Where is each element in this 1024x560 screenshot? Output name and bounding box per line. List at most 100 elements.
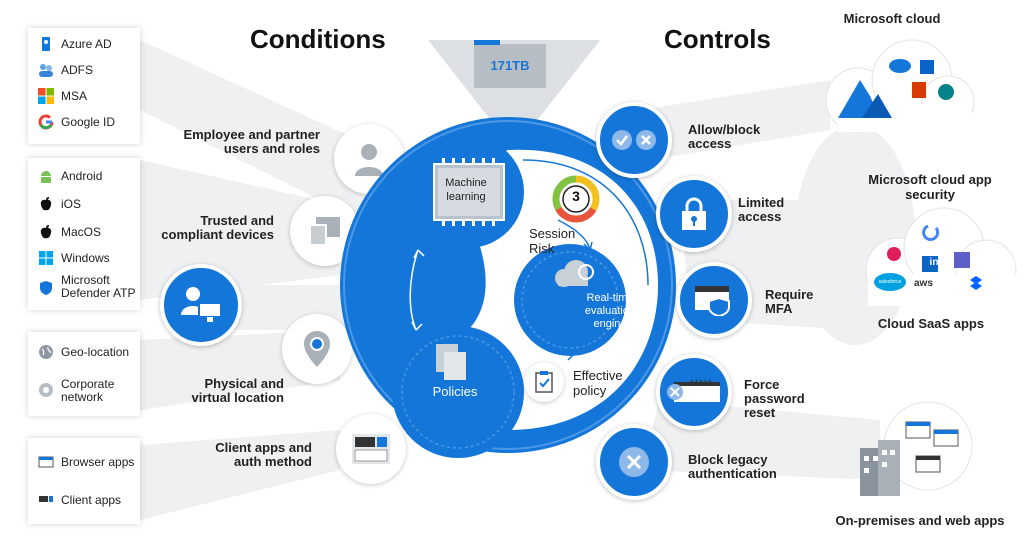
password-mask: ***** (690, 378, 713, 388)
identity-label: ADFS (61, 63, 94, 77)
lock-icon (682, 197, 706, 230)
identity-label: MSA (61, 89, 88, 103)
center-line: Risk (529, 241, 555, 256)
funnel-label: 171TB (490, 58, 530, 73)
block-icon (619, 447, 649, 477)
controls-heading: Controls (664, 24, 771, 54)
location-label: Geo-location (61, 345, 130, 359)
password-icon (667, 382, 720, 402)
browser-icon (38, 456, 54, 468)
apple-icon (40, 225, 52, 239)
device-item: Windows (38, 250, 110, 266)
user-monitor-icon (181, 287, 222, 322)
session-risk-value: 3 (572, 188, 580, 204)
microsoft-cloud-label: Microsoft cloud (843, 11, 941, 26)
windows-icon (39, 251, 53, 265)
device-label: Android (61, 169, 103, 183)
globe-icon (39, 345, 53, 359)
apps-item: Browser apps (38, 454, 134, 470)
center-line: Machine (445, 177, 487, 189)
cloud-line: security (905, 187, 955, 202)
policies-label: Policies (432, 384, 478, 399)
control-line: Require (765, 287, 814, 302)
policy-engine-ring (340, 117, 676, 458)
control-line: authentication (688, 466, 777, 481)
location-pin-icon (304, 331, 330, 367)
identity-card: Azure AD ADFS MSA Google ID (28, 28, 140, 144)
control-line: MFA (765, 301, 793, 316)
identity-label: Google ID (61, 115, 116, 129)
device-label: MacOS (61, 225, 102, 239)
device-item: Android (38, 168, 102, 184)
device-label: iOS (61, 197, 82, 211)
identity-item: Azure AD (38, 36, 112, 52)
center-line: policy (573, 383, 607, 398)
control-line: Limited (738, 195, 785, 210)
condition-line: virtual location (191, 390, 284, 405)
control-line: access (738, 209, 782, 224)
saas-cloud (865, 207, 1017, 306)
control-line: Block legacy (688, 452, 768, 467)
block-legacy-circle (596, 424, 672, 500)
control-line: password (744, 391, 805, 406)
require-mfa-circle (676, 262, 752, 338)
apple-icon (40, 197, 52, 211)
control-line: Force (744, 377, 780, 392)
center-line: learning (446, 191, 486, 203)
center-line: Session (529, 226, 576, 241)
app-window-icon (352, 434, 390, 464)
condition-line: Physical and (204, 376, 284, 391)
onprem-label: On-premises and web apps (835, 513, 1005, 528)
shield-icon (40, 281, 52, 295)
device-item: MacOS (38, 224, 101, 240)
android-icon (41, 171, 51, 183)
device-label-line: Defender ATP (61, 286, 136, 300)
center-line: engine (593, 318, 627, 330)
condition-line: users and roles (223, 141, 320, 156)
control-line: access (688, 136, 732, 151)
salesforce-logo: salesforce (878, 279, 902, 285)
network-icon (39, 383, 53, 397)
linkedin-logo: in (929, 257, 939, 268)
cloud-line: Microsoft cloud app (868, 172, 992, 187)
allow-block-icon (612, 130, 656, 150)
apps-item: Client apps (38, 492, 121, 508)
apps-label: Client apps (61, 493, 122, 507)
devices-icon (309, 217, 340, 245)
apps-card: Browser apps Client apps (28, 438, 140, 524)
device-item: iOS (38, 196, 81, 212)
control-line: reset (744, 405, 776, 420)
clipboard-check-icon (535, 371, 553, 393)
device-label-line: Microsoft (61, 273, 110, 287)
password-reset-circle (656, 354, 732, 430)
client-apps-circle (336, 414, 406, 484)
limited-access-circle (656, 176, 732, 252)
google-icon (38, 114, 54, 130)
condition-line: auth method (234, 454, 312, 469)
location-label-line: network (61, 390, 104, 404)
location-label-line: Corporate (61, 377, 115, 391)
machine-learning-label: Machine learning (434, 176, 498, 204)
location-item: Geo-location (38, 344, 129, 360)
identity-item: Google ID (38, 114, 115, 130)
mfa-icon (695, 286, 730, 316)
onprem-graphic (860, 401, 973, 496)
identity-item: MSA (38, 88, 87, 104)
device-label: Windows (61, 251, 110, 265)
identity-label: Azure AD (61, 37, 112, 51)
client-app-icon (39, 496, 53, 502)
microsoft-cloud (825, 39, 975, 133)
